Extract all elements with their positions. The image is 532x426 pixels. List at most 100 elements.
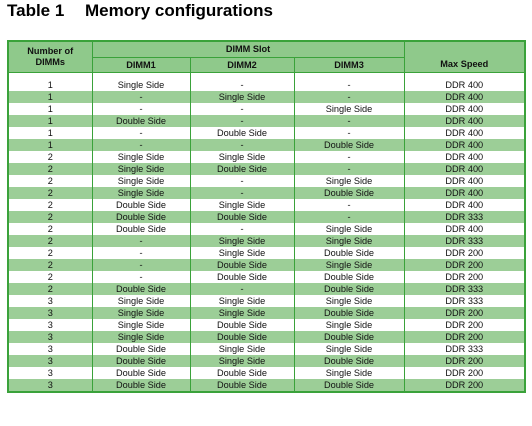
cell-max-speed: DDR 200 [403,271,526,283]
cell-dimm2: Single Side [189,307,295,319]
cell-dimm2: - [189,223,295,235]
cell-max-speed: DDR 400 [403,163,526,175]
cell-max-speed: DDR 400 [403,151,526,163]
cell-dimm2: Single Side [189,199,295,211]
cell-dimm3: Single Side [293,103,405,115]
cell-dimm1: Single Side [91,295,191,307]
table-row: 1-Double Side-DDR 400 [7,127,526,139]
cell-dimm3: - [293,127,405,139]
cell-max-speed: DDR 200 [403,367,526,379]
cell-dimm-count: 3 [7,355,93,367]
cell-dimm-count: 2 [7,211,93,223]
cell-max-speed: DDR 333 [403,235,526,247]
cell-max-speed: DDR 333 [403,211,526,223]
cell-dimm-count: 2 [7,223,93,235]
cell-dimm-count: 1 [7,79,93,91]
cell-dimm1: Double Side [91,355,191,367]
cell-dimm3: Double Side [293,379,405,393]
cell-dimm2: Double Side [189,127,295,139]
cell-dimm3: Single Side [293,259,405,271]
cell-dimm2: Double Side [189,331,295,343]
cell-dimm3: Double Side [293,331,405,343]
cell-dimm2: Single Side [189,343,295,355]
cell-dimm-count: 1 [7,127,93,139]
cell-dimm3: Double Side [293,355,405,367]
cell-max-speed: DDR 200 [403,319,526,331]
header-number-of-dimms-line1: Number of [27,46,74,56]
cell-dimm1: - [91,103,191,115]
cell-dimm-count: 2 [7,163,93,175]
cell-dimm-count: 2 [7,151,93,163]
cell-max-speed: DDR 333 [403,295,526,307]
header-number-of-dimms: Number of DIMMs [7,40,93,73]
cell-dimm3: Single Side [293,235,405,247]
cell-max-speed: DDR 200 [403,259,526,271]
cell-dimm1: Double Side [91,223,191,235]
cell-dimm1: Single Side [91,151,191,163]
header-dimm-slot: DIMM Slot [91,40,405,58]
cell-dimm2: Double Side [189,319,295,331]
cell-dimm1: - [91,235,191,247]
cell-dimm1: Single Side [91,319,191,331]
cell-dimm2: - [189,103,295,115]
cell-max-speed: DDR 400 [403,91,526,103]
cell-dimm1: Double Side [91,199,191,211]
cell-dimm-count: 2 [7,247,93,259]
cell-max-speed: DDR 200 [403,331,526,343]
cell-max-speed: DDR 400 [403,103,526,115]
cell-dimm3: Double Side [293,283,405,295]
cell-dimm1: - [91,259,191,271]
table-number: Table 1 [7,1,65,20]
cell-dimm2: Single Side [189,151,295,163]
cell-dimm-count: 1 [7,139,93,151]
cell-dimm1: Double Side [91,115,191,127]
cell-max-speed: DDR 400 [403,199,526,211]
cell-dimm-count: 3 [7,379,93,393]
cell-dimm-count: 3 [7,343,93,355]
cell-dimm-count: 2 [7,271,93,283]
cell-max-speed: DDR 200 [403,307,526,319]
cell-dimm-count: 2 [7,259,93,271]
cell-dimm1: Single Side [91,331,191,343]
cell-dimm2: Single Side [189,295,295,307]
cell-dimm3: Single Side [293,367,405,379]
cell-dimm3: - [293,79,405,91]
cell-dimm-count: 3 [7,307,93,319]
cell-dimm-count: 3 [7,367,93,379]
cell-dimm2: Single Side [189,247,295,259]
cell-dimm3: - [293,199,405,211]
cell-dimm3: Single Side [293,319,405,331]
cell-dimm1: Double Side [91,211,191,223]
cell-dimm-count: 2 [7,199,93,211]
header-max-speed: Max Speed [403,40,526,73]
cell-dimm1: Double Side [91,283,191,295]
memory-config-table-wrapper: Number of DIMMs DIMM Slot Max Speed DIMM… [7,40,527,393]
cell-dimm2: - [189,187,295,199]
cell-max-speed: DDR 200 [403,379,526,393]
cell-max-speed: DDR 400 [403,175,526,187]
cell-dimm3: Single Side [293,175,405,187]
cell-max-speed: DDR 400 [403,115,526,127]
cell-dimm2: - [189,175,295,187]
cell-dimm3: Double Side [293,307,405,319]
cell-dimm2: Single Side [189,91,295,103]
cell-dimm3: Single Side [293,343,405,355]
cell-dimm1: Double Side [91,343,191,355]
cell-dimm2: Double Side [189,259,295,271]
cell-dimm2: - [189,79,295,91]
header-dimm2: DIMM2 [189,57,295,73]
